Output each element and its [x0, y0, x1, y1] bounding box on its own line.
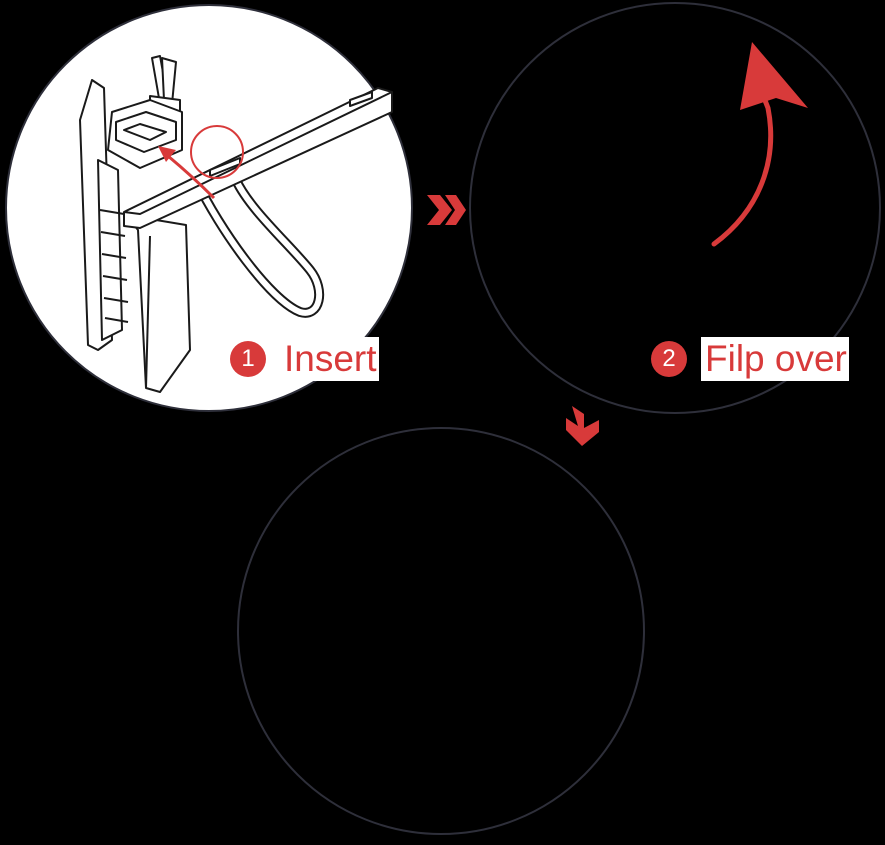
step1-number-badge: 1 — [230, 341, 266, 377]
step2-circle — [469, 2, 881, 414]
double-chevron-right-icon — [427, 195, 466, 225]
step2-label-text: Filp over — [701, 337, 849, 381]
clamp-tool-drawing — [79, 55, 393, 393]
curved-arrow-up-icon — [711, 42, 808, 247]
step2-number-badge: 2 — [651, 341, 687, 377]
step1-label: 1 Insert — [230, 337, 385, 381]
double-chevron-down-icon — [566, 406, 599, 446]
step3-circle — [237, 427, 645, 835]
step1-label-text: Insert — [280, 337, 379, 381]
step2-illustration — [469, 2, 881, 414]
step2-label: 2 Filp over — [651, 337, 855, 381]
insert-arrow-icon — [158, 146, 216, 200]
highlight-circle — [190, 125, 244, 179]
step1-illustration — [5, 4, 413, 412]
